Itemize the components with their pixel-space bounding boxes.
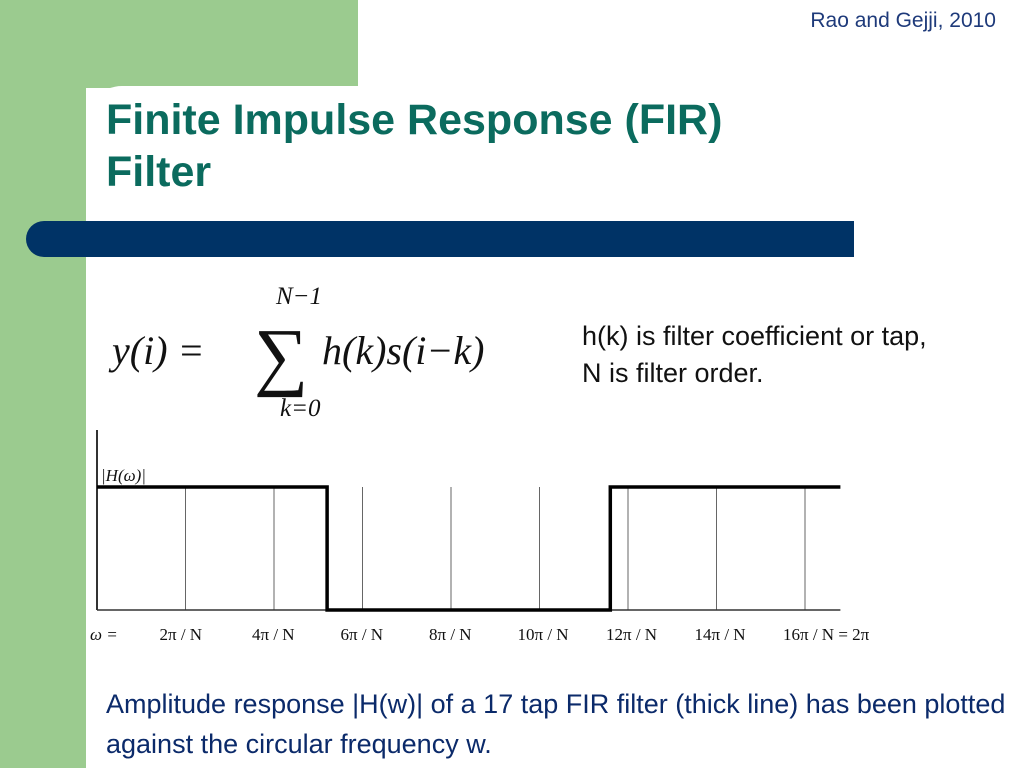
formula-sum-symbol: ∑ xyxy=(254,314,308,398)
slide-title: Finite Impulse Response (FIR) Filter xyxy=(106,94,906,198)
chart-grid xyxy=(185,487,806,610)
background-green-block xyxy=(0,0,358,88)
citation: Rao and Gejji, 2010 xyxy=(810,9,996,32)
title-underline-bar xyxy=(26,221,854,257)
background-green-strip xyxy=(0,0,86,768)
y-axis-label: |H(ω)| xyxy=(101,466,146,485)
x-tick-label: 12π / N xyxy=(606,625,657,644)
x-tick-label: 14π / N xyxy=(695,625,746,644)
x-tick-label: 16π / N = 2π xyxy=(783,625,870,644)
x-tick-labels: 2π / N 4π / N 6π / N 8π / N 10π / N 12π / N 14… xyxy=(160,625,870,644)
fir-formula: y(i) = N−1 ∑ k=0 h(k)s(i−k) xyxy=(108,283,484,422)
content-card xyxy=(86,86,1024,768)
formula-lhs: y(i) = xyxy=(108,328,205,373)
x-tick-label: 10π / N xyxy=(518,625,569,644)
slide-title-line-2: Filter xyxy=(106,148,212,196)
amplitude-response-line xyxy=(97,485,841,612)
formula-note: h(k) is filter coefficient or tap, N is … xyxy=(582,321,927,388)
x-tick-label: 2π / N xyxy=(160,625,203,644)
x-tick-label: 8π / N xyxy=(429,625,472,644)
x-axis-prefix: ω = xyxy=(90,625,118,644)
formula-sum-lower: k=0 xyxy=(280,395,321,422)
amplitude-response-chart: |H(ω)| ω = 2π / N 4π / N 6π / N 8π / N 10π /… xyxy=(90,430,870,644)
x-tick-label: 6π / N xyxy=(341,625,384,644)
formula-rhs: h(k)s(i−k) xyxy=(322,328,484,373)
formula-sum-upper: N−1 xyxy=(275,283,322,310)
x-tick-label: 4π / N xyxy=(252,625,295,644)
slide-title-line-1: Finite Impulse Response (FIR) xyxy=(106,96,723,144)
figure-caption: Amplitude response |H(w)| of a 17 tap FI… xyxy=(106,689,1006,759)
